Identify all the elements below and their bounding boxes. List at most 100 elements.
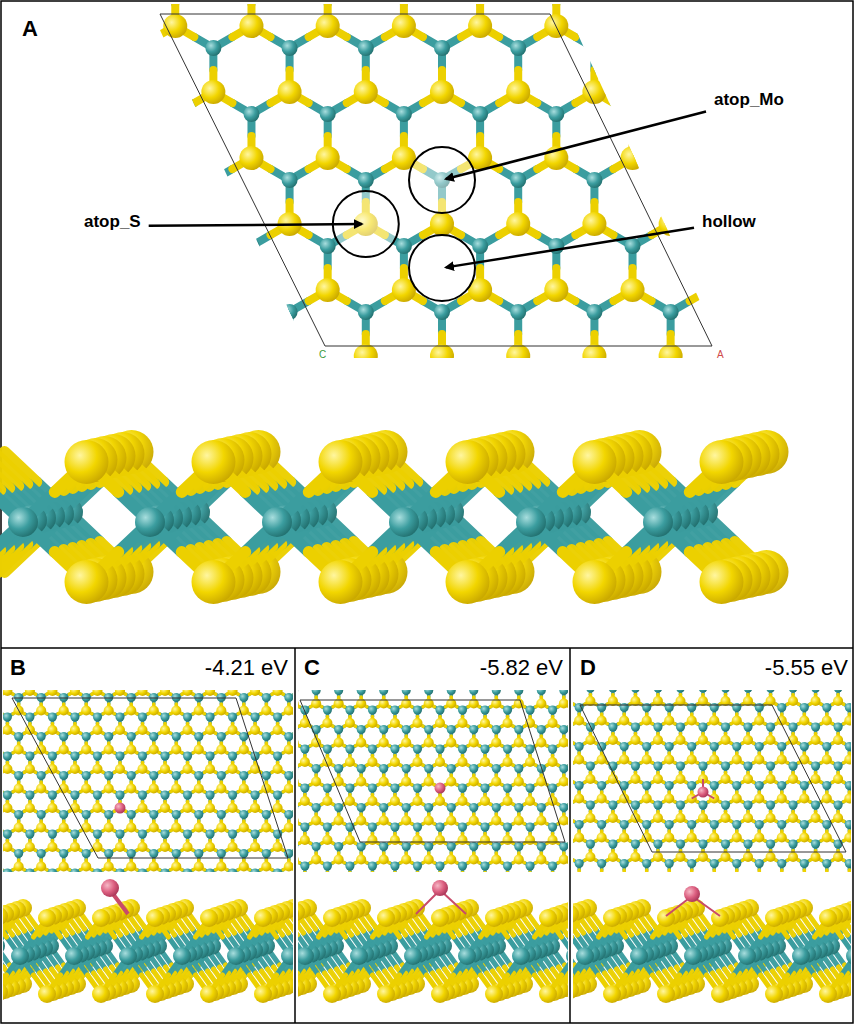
bond bbox=[57, 48, 65, 70]
sulfur-atom bbox=[284, 784, 293, 794]
bond bbox=[629, 4, 637, 26]
bond bbox=[133, 312, 141, 334]
sulfur-atom bbox=[47, 690, 57, 696]
bond bbox=[171, 114, 179, 136]
sulfur-atom bbox=[14, 784, 24, 794]
molybdenum-atom bbox=[739, 172, 755, 188]
molybdenum-atom bbox=[138, 752, 147, 761]
sulfur-atom bbox=[273, 764, 283, 774]
molybdenum-atom bbox=[396, 106, 412, 122]
molybdenum-atom bbox=[149, 810, 158, 819]
bond bbox=[804, 224, 823, 235]
molybdenum-atom bbox=[320, 370, 336, 386]
molybdenum-atom bbox=[93, 830, 102, 839]
atom-group bbox=[3, 690, 293, 872]
molybdenum-atom bbox=[205, 304, 221, 320]
molybdenum-atom bbox=[701, 370, 717, 386]
sulfur-atom bbox=[773, 146, 797, 170]
sulfur-atom bbox=[14, 823, 24, 833]
bond bbox=[781, 268, 789, 290]
molybdenum-atom bbox=[3, 713, 12, 722]
bond bbox=[95, 246, 103, 268]
bond bbox=[247, 0, 255, 4]
bond bbox=[328, 422, 347, 433]
molybdenum-atom bbox=[138, 869, 147, 873]
sulfur-atom bbox=[149, 823, 159, 833]
bond bbox=[728, 37, 747, 48]
sulfur-atom bbox=[70, 764, 80, 774]
sulfur-atom bbox=[87, 278, 111, 302]
bond bbox=[328, 367, 347, 378]
sulfur-atom bbox=[278, 344, 302, 368]
sulfur-atom bbox=[49, 80, 73, 104]
molybdenum-atom bbox=[396, 238, 412, 254]
bond bbox=[57, 180, 65, 202]
bond bbox=[209, 334, 217, 356]
bond bbox=[171, 378, 179, 400]
sulfur-atom bbox=[392, 410, 416, 434]
bond bbox=[95, 400, 103, 422]
molybdenum-atom bbox=[129, 40, 145, 56]
bond bbox=[781, 4, 789, 26]
bond bbox=[804, 356, 823, 367]
bond bbox=[80, 422, 99, 433]
bond bbox=[324, 378, 332, 400]
sulfur-atom bbox=[14, 862, 24, 872]
sulfur-atom bbox=[316, 146, 340, 170]
bond bbox=[175, 103, 194, 114]
molybdenum-atom bbox=[262, 507, 292, 537]
sulfur-atom bbox=[239, 745, 249, 755]
molybdenum-atom bbox=[149, 732, 158, 741]
sulfur-atom bbox=[115, 764, 125, 774]
bond bbox=[667, 48, 675, 70]
bond bbox=[613, 422, 632, 433]
bond-group bbox=[23, 0, 823, 488]
molybdenum-atom bbox=[358, 40, 374, 56]
sulfur-atom bbox=[115, 842, 125, 852]
molybdenum-atom bbox=[663, 436, 679, 452]
bond bbox=[671, 169, 690, 180]
bond bbox=[667, 202, 675, 224]
sulfur-atom bbox=[228, 764, 238, 774]
sulfur-atom bbox=[192, 440, 236, 484]
bond bbox=[766, 235, 785, 246]
sulfur-atom bbox=[430, 80, 454, 104]
molybdenum-atom bbox=[243, 370, 259, 386]
molybdenum-atom bbox=[104, 771, 113, 780]
bond bbox=[95, 0, 103, 4]
molybdenum-atom bbox=[8, 507, 38, 537]
bond bbox=[61, 169, 80, 180]
sulfur-atom bbox=[261, 823, 271, 833]
molybdenum-atom bbox=[739, 304, 755, 320]
molybdenum-atom bbox=[625, 238, 641, 254]
molybdenum-atom bbox=[53, 172, 69, 188]
molybdenum-atom bbox=[104, 849, 113, 858]
molybdenum-atom bbox=[149, 771, 158, 780]
sulfur-atom bbox=[59, 706, 69, 716]
bond bbox=[705, 268, 713, 290]
sulfur-atom bbox=[228, 725, 238, 735]
sulfur-atom bbox=[544, 278, 568, 302]
sulfur-atom bbox=[506, 344, 530, 368]
sulfur-atom bbox=[273, 725, 283, 735]
sulfur-atom bbox=[126, 706, 136, 716]
sulfur-atom bbox=[115, 690, 125, 696]
sulfur-atom bbox=[700, 560, 744, 604]
sulfur-atom bbox=[138, 803, 148, 813]
sulfur-atom bbox=[163, 146, 187, 170]
bond bbox=[95, 136, 103, 158]
molybdenum-atom bbox=[282, 436, 298, 452]
molybdenum-atom bbox=[282, 304, 298, 320]
bond bbox=[175, 367, 194, 378]
sulfur-atom bbox=[81, 862, 91, 872]
molybdenum-atom bbox=[472, 106, 488, 122]
molybdenum-atom bbox=[25, 713, 34, 722]
bond bbox=[156, 422, 175, 433]
bond bbox=[613, 367, 632, 378]
bond bbox=[42, 433, 61, 444]
sulfur-atom bbox=[284, 745, 293, 755]
molybdenum-atom bbox=[663, 172, 679, 188]
bond bbox=[461, 367, 480, 378]
bond bbox=[137, 37, 156, 48]
sulfur-atom bbox=[284, 706, 293, 716]
